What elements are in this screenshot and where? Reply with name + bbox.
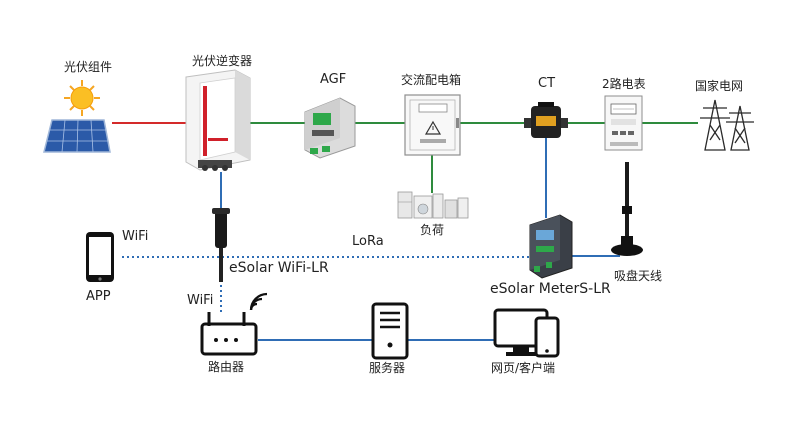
inverter-icon: [185, 69, 251, 171]
ac-box-icon: [404, 94, 461, 156]
pv-module-icon: [43, 80, 111, 153]
label-ct: CT: [538, 76, 556, 91]
label-router: 路由器: [208, 360, 245, 374]
load-appliances-icon: [397, 191, 469, 219]
grid-tower-icon: [700, 99, 754, 151]
label-antenna: 吸盘天线: [614, 269, 663, 283]
label-lora: LoRa: [352, 234, 384, 249]
meter-icon: [604, 95, 643, 151]
label-web-client: 网页/客户端: [491, 361, 556, 375]
label-ac-box: 交流配电箱: [401, 73, 462, 87]
phone-icon: [86, 232, 114, 282]
label-wifi-phone: WiFi: [122, 229, 149, 244]
sun-icon: [64, 80, 100, 116]
label-load: 负荷: [420, 223, 445, 237]
connection-lines: [112, 122, 698, 341]
label-inverter: 光伏逆变器: [192, 54, 253, 68]
esolar-meter-device-icon: [529, 214, 573, 279]
label-grid: 国家电网: [695, 79, 744, 93]
server-icon: [371, 302, 409, 360]
label-pv-module: 光伏组件: [64, 60, 113, 74]
web-client-icon: [493, 308, 560, 358]
router-icon: [200, 312, 258, 356]
label-wifi-router: WiFi: [187, 293, 214, 308]
solar-panel-icon: [43, 119, 111, 153]
ct-icon: [524, 102, 568, 138]
esolar-wifi-stick-icon: [212, 208, 230, 282]
label-server: 服务器: [369, 361, 406, 375]
agf-icon: [304, 97, 356, 159]
label-app: APP: [86, 289, 111, 304]
label-esolar-wifi-lr: eSolar WiFi-LR: [229, 260, 329, 276]
wifi-signal-icon: [249, 292, 268, 311]
label-agf: AGF: [320, 72, 347, 87]
label-meter: 2路电表: [602, 77, 646, 91]
label-esolar-meter-lr: eSolar MeterS-LR: [490, 281, 611, 297]
antenna-icon: [611, 162, 643, 256]
